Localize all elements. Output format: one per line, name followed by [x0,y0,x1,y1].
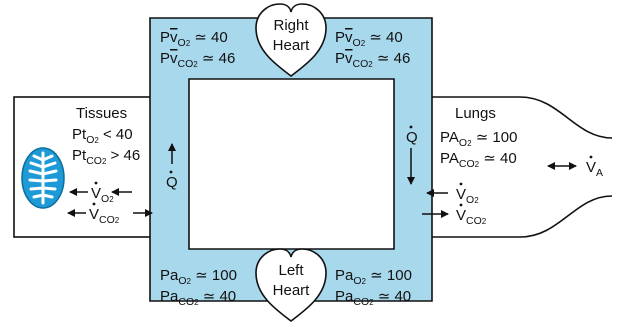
alveolar-po2: PAO2 ≃ 100 [440,129,517,149]
alveolar-pco2: PACO2 ≃ 40 [440,150,517,170]
right-heart-label-1: Right [273,17,309,34]
ventilation-dot [590,156,593,159]
lung-vco2: VCO2 [456,207,487,227]
left-heart-label-1: Left [278,262,304,279]
lung-vo2: VO2 [456,186,479,206]
right-flow-q: Q [406,129,418,146]
alveolar-ventilation: VA [586,159,603,179]
tissues-title: Tissues [76,105,127,122]
arterial-pco2-left: PaCO2 ≃ 40 [160,288,236,308]
right-flow-q-dot [410,126,413,129]
lungs-compartment [420,97,612,237]
lungs-title: Lungs [455,105,496,122]
tissue-vco2-dot [93,203,96,206]
cell-icon [22,148,64,208]
arterial-pco2-right: PaCO2 ≃ 40 [335,288,411,308]
lung-vo2-dot [460,183,463,186]
left-heart-label-2: Heart [273,282,311,299]
tissue-vo2-dot [95,182,98,185]
right-heart-label-2: Heart [273,37,311,54]
lung-vco2-dot [460,204,463,207]
left-flow-q-dot [170,171,173,174]
left-flow-q: Q [166,174,178,191]
